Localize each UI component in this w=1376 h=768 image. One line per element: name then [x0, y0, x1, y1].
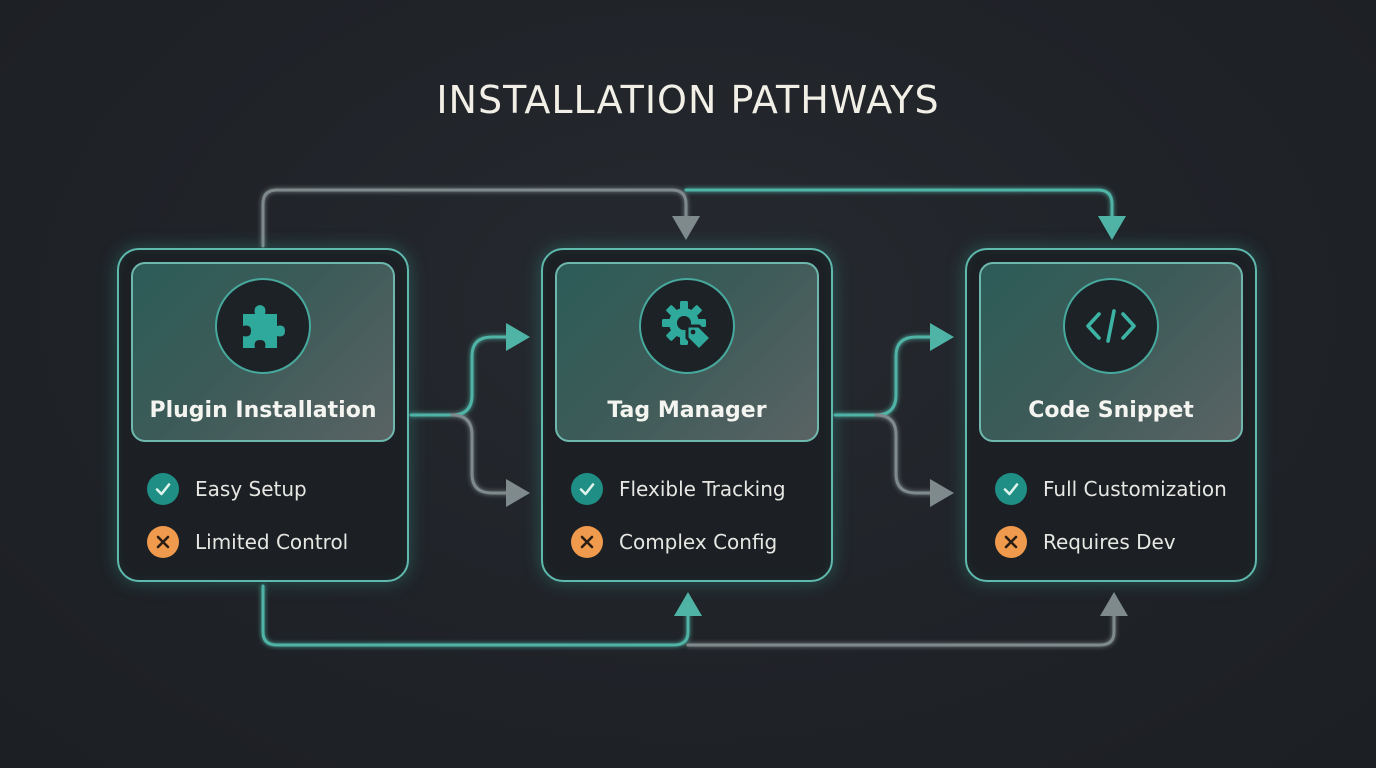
code-brackets-icon [1086, 309, 1136, 343]
cross-icon [147, 526, 179, 558]
card-header: Plugin Installation [131, 262, 395, 442]
icon-circle [639, 278, 735, 374]
pro-item: Flexible Tracking [571, 472, 786, 506]
pro-label: Flexible Tracking [619, 477, 786, 501]
connector-mid-tag-to-code [833, 335, 938, 417]
connector-top-plugin-to-tag [261, 188, 688, 248]
arrowheads [506, 216, 1128, 616]
pro-label: Full Customization [1043, 477, 1227, 501]
connector-mid-plugin-to-tag [409, 335, 514, 417]
pro-item: Easy Setup [147, 472, 307, 506]
pro-item: Full Customization [995, 472, 1227, 506]
connector-mid-plugin-to-tag-lower [450, 413, 514, 495]
cross-icon [995, 526, 1027, 558]
con-label: Complex Config [619, 530, 778, 554]
check-icon [147, 473, 179, 505]
arrowhead-right-code-lower [930, 479, 954, 507]
check-icon [995, 473, 1027, 505]
check-icon [571, 473, 603, 505]
puzzle-piece-icon [243, 305, 285, 348]
connector-mid-tag-to-code-lower [874, 413, 938, 495]
icon-circle [215, 278, 311, 374]
card-title: Tag Manager [607, 398, 767, 423]
con-label: Limited Control [195, 530, 349, 554]
card-tag-manager: Tag Manager Flexible Tracking Complex Co… [541, 248, 833, 582]
arrowhead-right-tag-lower [506, 479, 530, 507]
connector-top-tag-to-code [684, 188, 1114, 224]
arrowhead-up-tag [674, 592, 702, 616]
con-item: Requires Dev [995, 525, 1176, 559]
cross-icon [571, 526, 603, 558]
con-label: Requires Dev [1043, 530, 1176, 554]
card-code-snippet: Code Snippet Full Customization Requires… [965, 248, 1257, 582]
connector-bottom-tag-to-code [686, 608, 1116, 647]
arrowhead-right-tag-upper [506, 323, 530, 351]
pro-label: Easy Setup [195, 477, 307, 501]
card-plugin-installation: Plugin Installation Easy Setup Limited C… [117, 248, 409, 582]
arrowhead-right-code-upper [930, 323, 954, 351]
icon-circle [1063, 278, 1159, 374]
card-title: Plugin Installation [149, 398, 377, 423]
card-header: Code Snippet [979, 262, 1243, 442]
card-title: Code Snippet [1028, 398, 1194, 423]
con-item: Complex Config [571, 525, 777, 559]
diagram-title: INSTALLATION PATHWAYS [436, 78, 940, 122]
gear-tag-icon [662, 301, 713, 352]
con-item: Limited Control [147, 525, 348, 559]
arrowhead-down-tag [672, 216, 700, 240]
connector-bottom-plugin-to-tag [261, 584, 690, 647]
card-header: Tag Manager [555, 262, 819, 442]
arrowhead-down-code [1098, 216, 1126, 240]
arrowhead-up-code [1100, 592, 1128, 616]
